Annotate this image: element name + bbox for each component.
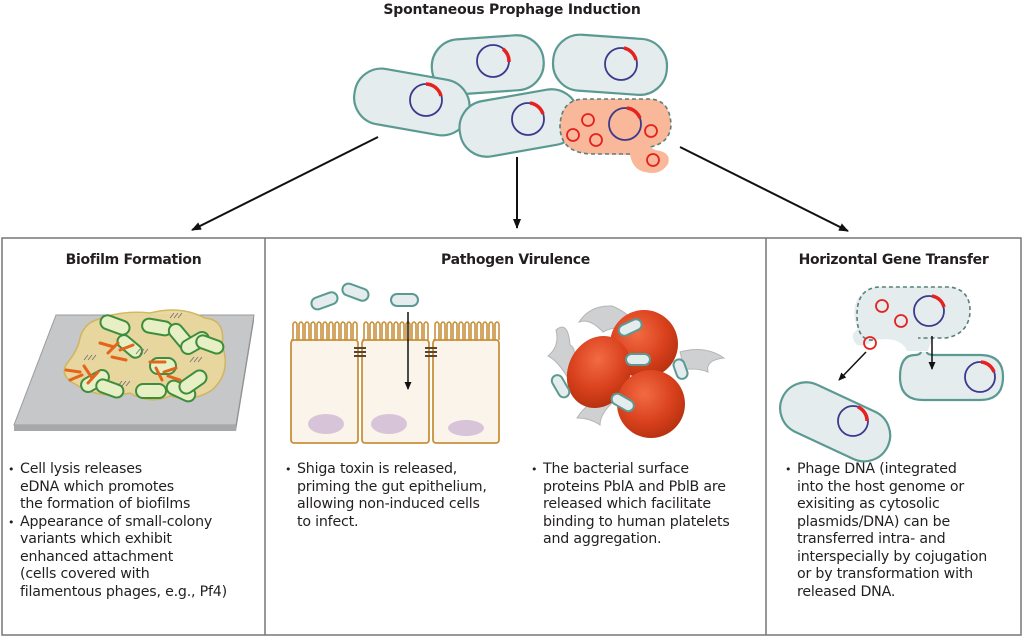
bullet-item: Shiga toxin is released, priming the gut…: [285, 461, 525, 531]
bacteria-bound: [550, 318, 689, 413]
biofilm-illustration: [13, 309, 255, 431]
bullet-item: The bacterial surface proteins PblA and …: [531, 461, 763, 549]
prophage-segment: [626, 106, 642, 119]
recipient-cell-conjugation: [898, 351, 1005, 402]
platelet-aggregation-illustration: [547, 305, 726, 438]
edna-strands: [83, 312, 203, 387]
recipient-cell-transformation: [779, 381, 892, 463]
bacteria-free: [310, 282, 419, 311]
virulence-bullets-right: The bacterial surface proteins PblA and …: [531, 461, 763, 549]
dna-ring: [913, 295, 945, 327]
bullet-item: Appearance of small-colony variants whic…: [8, 514, 263, 602]
red-blood-cell: [617, 370, 685, 438]
prophage-segment: [623, 46, 638, 61]
donor-lysed-cell: [852, 287, 971, 351]
dna-ring: [608, 107, 642, 141]
microvilli: [291, 321, 500, 341]
prophage-segment: [501, 47, 511, 63]
tight-junctions: [354, 347, 437, 357]
gut-epithelium-illustration: [290, 282, 500, 444]
prophage-segment: [425, 82, 443, 97]
panels-frame: [1, 237, 1022, 636]
bacterium-cell: [430, 34, 545, 96]
prophage-segment: [931, 294, 946, 308]
prophage-segment: [857, 405, 869, 422]
biofilm-bullets: Cell lysis releases eDNA which promotes …: [8, 461, 263, 601]
dna-ring: [511, 102, 545, 136]
arrow-to-hgt: [679, 146, 849, 232]
bullet-item: Phage DNA (integrated into the host geno…: [785, 461, 1021, 601]
virulence-bullets-left: Shiga toxin is released, priming the gut…: [285, 461, 525, 531]
panel-title-hgt: Horizontal Gene Transfer: [798, 252, 989, 268]
panel-title-biofilm: Biofilm Formation: [65, 252, 202, 268]
bacterium-cell: [551, 33, 669, 96]
transformation-arrow: [838, 351, 867, 381]
panel-title-virulence: Pathogen Virulence: [441, 252, 590, 268]
hgt-bullets: Phage DNA (integrated into the host geno…: [785, 461, 1021, 601]
prophage-cluster: [353, 33, 672, 173]
bullet-item: Cell lysis releases eDNA which promotes …: [8, 461, 263, 514]
red-blood-cell: [566, 335, 632, 409]
dna-ring: [964, 361, 996, 393]
dna-ring: [604, 47, 638, 81]
filamentous-phages: [64, 341, 182, 385]
prophage-segment: [980, 360, 996, 373]
phage-dna-circles: [566, 113, 660, 167]
prophage-segment: [529, 101, 545, 115]
epithelial-cells: [290, 339, 500, 444]
nuclei: [308, 414, 484, 436]
hgt-illustration: [779, 286, 1005, 463]
diagram-title: Spontaneous Prophage Induction: [383, 2, 641, 18]
arrow-to-biofilm: [191, 136, 379, 231]
